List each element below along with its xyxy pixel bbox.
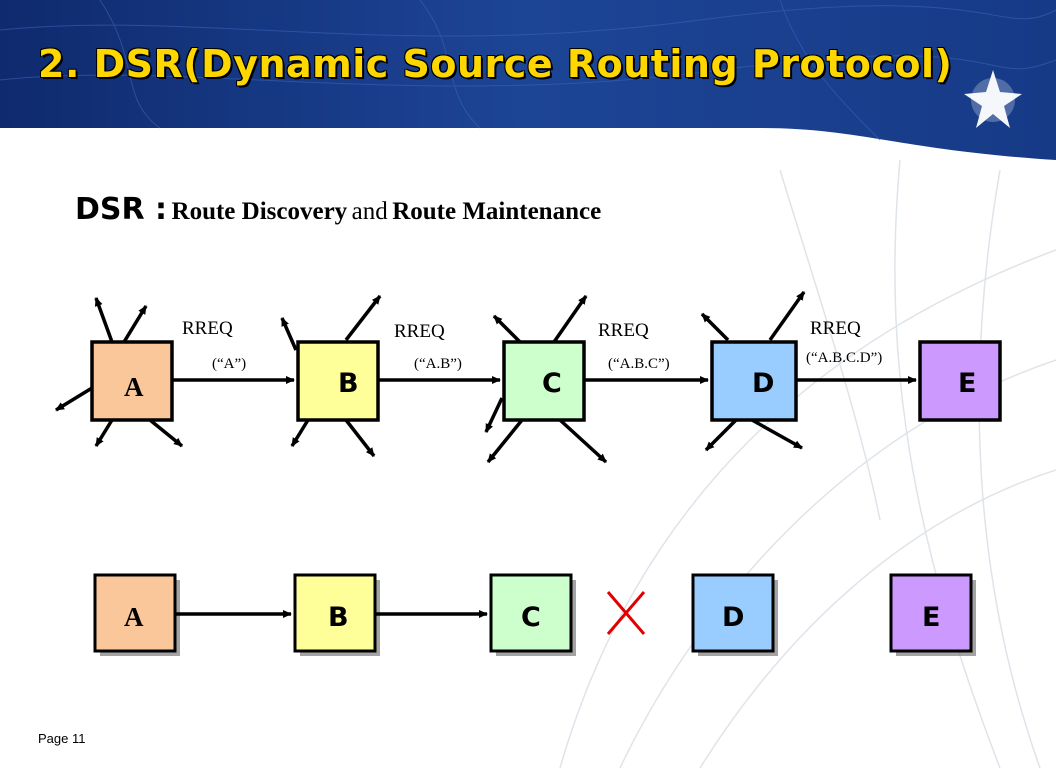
node-label-b: B bbox=[338, 368, 359, 399]
route-label-4: (“A.B.C.D”) bbox=[806, 350, 882, 366]
node-e bbox=[918, 340, 1002, 422]
node-label-e-maint: E bbox=[922, 602, 940, 633]
route-label-2: (“A.B”) bbox=[414, 356, 462, 372]
discovery-row: A B C D E RREQ (“A”) RREQ (“A.B”) RREQ (… bbox=[55, 290, 1002, 464]
subtitle-lead: DSR : bbox=[75, 192, 168, 227]
rreq-label-3: RREQ bbox=[598, 320, 649, 341]
header-banner bbox=[0, 0, 1056, 160]
node-a bbox=[90, 340, 174, 422]
node-label-d: D bbox=[752, 368, 774, 399]
broken-link-x-icon bbox=[606, 591, 646, 635]
node-b bbox=[296, 340, 380, 422]
rreq-label-4: RREQ bbox=[810, 318, 861, 339]
node-a-maint bbox=[93, 573, 177, 653]
node-label-d-maint: D bbox=[722, 602, 744, 633]
node-label-c-maint: C bbox=[521, 602, 541, 633]
node-label-a-maint: A bbox=[124, 602, 144, 632]
rreq-label-1: RREQ bbox=[182, 318, 233, 339]
node-c-maint bbox=[489, 573, 573, 653]
node-label-a: A bbox=[124, 372, 144, 402]
maintenance-row: A B C D E bbox=[93, 573, 976, 656]
node-label-c: C bbox=[542, 368, 562, 399]
node-c bbox=[502, 340, 586, 422]
broadcast-arrows bbox=[55, 290, 806, 464]
route-label-3: (“A.B.C”) bbox=[608, 356, 670, 372]
node-d-maint bbox=[691, 573, 775, 653]
rreq-label-2: RREQ bbox=[394, 321, 445, 342]
node-d bbox=[710, 340, 798, 422]
subtitle-term-discovery: Route Discovery bbox=[171, 198, 348, 225]
page-title: 2. DSR(Dynamic Source Routing Protocol) bbox=[38, 42, 953, 86]
route-label-1: (“A”) bbox=[212, 356, 246, 372]
subtitle: DSR : Route Discovery and Route Maintena… bbox=[75, 192, 601, 227]
node-b-maint bbox=[293, 573, 377, 653]
node-label-e: E bbox=[958, 368, 976, 399]
node-e-maint bbox=[889, 573, 973, 653]
background-lines bbox=[559, 159, 1056, 768]
page-number: Page 11 bbox=[38, 731, 86, 746]
star-icon bbox=[964, 70, 1022, 128]
subtitle-joiner: and bbox=[351, 198, 388, 225]
node-label-b-maint: B bbox=[328, 602, 349, 633]
subtitle-term-maintenance: Route Maintenance bbox=[392, 198, 602, 225]
